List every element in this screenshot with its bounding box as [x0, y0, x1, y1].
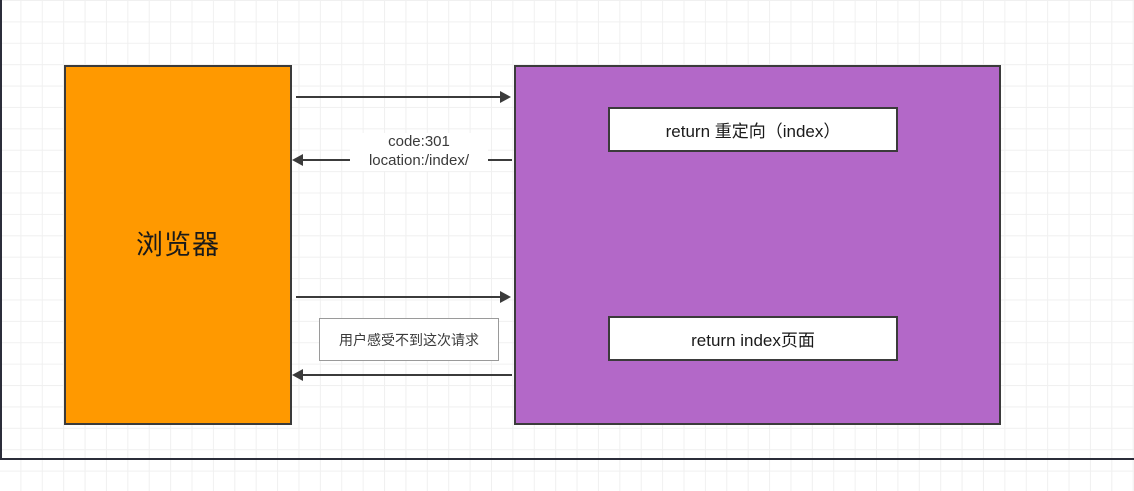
edge-response-301-label-line1: code:301: [388, 133, 450, 150]
edge-response-index-arrowhead-icon: [292, 369, 303, 381]
edge-request-2-line: [296, 296, 500, 298]
edge-request-1-arrowhead-icon: [500, 91, 511, 103]
panel-bottom-edge: [0, 458, 1134, 460]
node-browser-label: 浏览器: [136, 229, 220, 260]
server-item-index-label: return index页面: [691, 331, 815, 350]
server-item-redirect[interactable]: return 重定向（index）: [608, 107, 898, 152]
edge-request-1-line: [296, 96, 500, 98]
edge-response-301-label-line2: location:/index/: [368, 151, 470, 169]
edge-request-2-arrowhead-icon: [500, 291, 511, 303]
edge-response-301-arrowhead-icon: [292, 154, 303, 166]
edge-response-index-label: 用户感受不到这次请求: [339, 331, 479, 348]
edge-response-index-line: [303, 374, 512, 376]
server-item-redirect-label: return 重定向（index）: [665, 122, 841, 141]
edge-response-index-label-box[interactable]: 用户感受不到这次请求: [319, 318, 499, 361]
node-browser[interactable]: 浏览器: [64, 65, 292, 425]
server-item-index[interactable]: return index页面: [608, 316, 898, 361]
panel-left-edge: [0, 0, 2, 460]
edge-response-301-label: code:301 location:/index/: [350, 133, 488, 171]
